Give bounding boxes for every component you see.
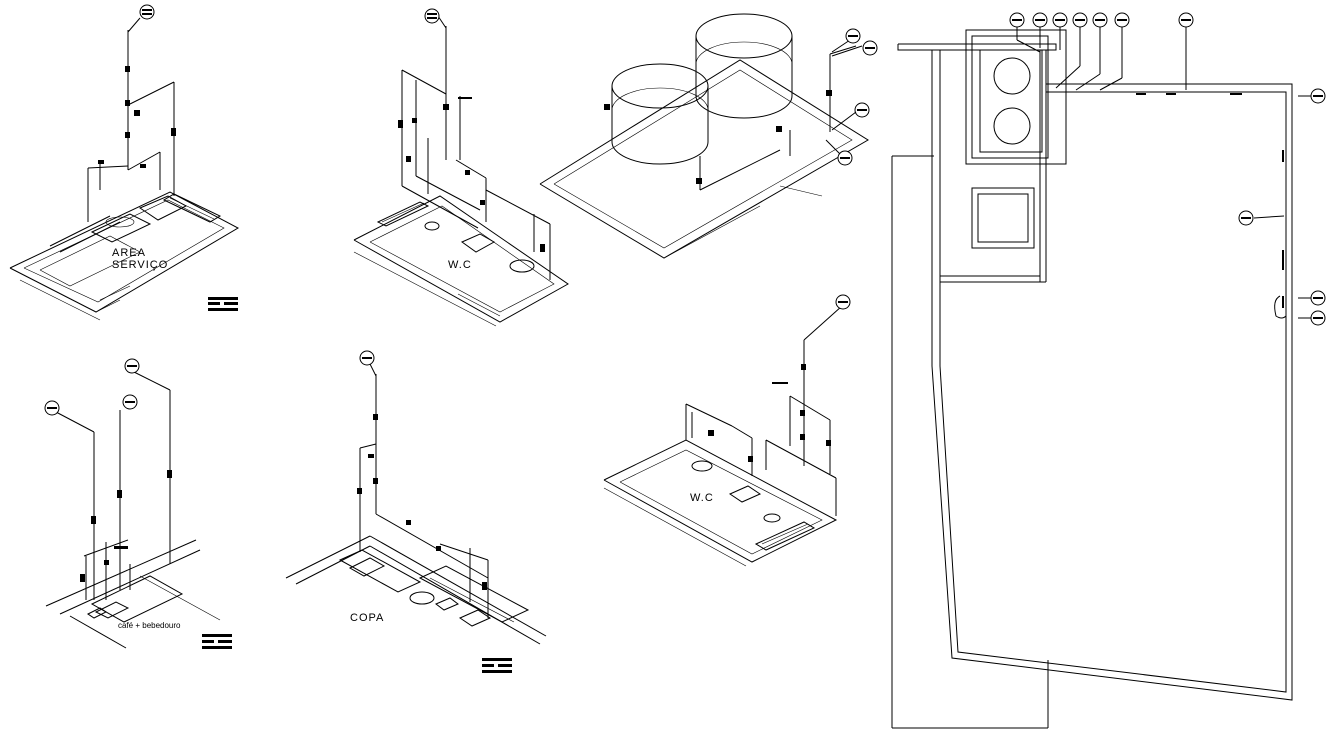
iso-water-tanks bbox=[539, 13, 878, 259]
label-wc-top: W.C bbox=[448, 259, 472, 271]
label-servico: SERVIÇO bbox=[112, 259, 168, 271]
label-wc-bottom: W.C bbox=[690, 492, 714, 504]
label-copa: COPA bbox=[350, 612, 384, 624]
iso-cafe-bebedouro: café + bebedouro bbox=[44, 358, 232, 649]
label-cafe-bebedouro: café + bebedouro bbox=[118, 621, 181, 630]
floor-plan bbox=[891, 12, 1326, 729]
label-area: AREA bbox=[112, 247, 146, 259]
iso-wc-top: W.C bbox=[353, 8, 569, 327]
iso-area-servico: AREA SERVIÇO bbox=[9, 4, 240, 321]
iso-wc-bottom: W.C bbox=[603, 294, 851, 567]
iso-copa: COPA bbox=[285, 350, 547, 673]
